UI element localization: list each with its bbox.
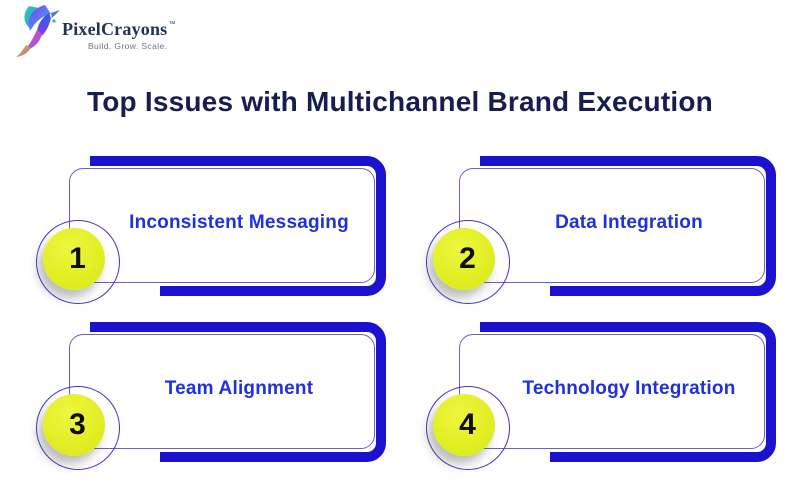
card-label: Inconsistent Messaging: [129, 211, 349, 233]
accent-bracket-icon: [480, 322, 776, 462]
number-badge: 1: [43, 228, 105, 290]
card-label: Technology Integration: [522, 377, 736, 399]
issue-card-4: Technology Integration 4: [420, 316, 800, 486]
badge-ring: [426, 220, 510, 304]
badge-ring: [36, 386, 120, 470]
card-label: Data Integration: [555, 211, 703, 233]
card-panel: [459, 334, 765, 449]
issue-card-2: Data Integration 2: [420, 150, 800, 320]
brand-logo: PixelCrayons ™ Build. Grow. Scale.: [14, 4, 175, 58]
page-title: Top Issues with Multichannel Brand Execu…: [87, 86, 713, 117]
badge-ring: [426, 386, 510, 470]
card-label: Team Alignment: [164, 377, 314, 399]
accent-bracket-icon: [480, 156, 776, 296]
brand-trademark: ™: [168, 21, 176, 28]
card-panel: [69, 334, 375, 449]
brand-name: PixelCrayons: [62, 19, 168, 39]
accent-bracket-icon: [90, 156, 386, 296]
issue-card-3: Team Alignment 3: [30, 316, 420, 486]
number-badge: 3: [43, 394, 105, 456]
brand-tagline: Build. Grow. Scale.: [87, 41, 168, 51]
number-badge: 2: [433, 228, 495, 290]
brand-text: PixelCrayons ™ Build. Grow. Scale.: [62, 20, 175, 51]
issue-card-1: Inconsistent Messaging 1: [30, 150, 420, 320]
hummingbird-icon: [16, 5, 60, 57]
badge-ring: [36, 220, 120, 304]
accent-bracket-icon: [90, 322, 386, 462]
card-panel: [459, 168, 765, 283]
number-badge: 4: [433, 394, 495, 456]
